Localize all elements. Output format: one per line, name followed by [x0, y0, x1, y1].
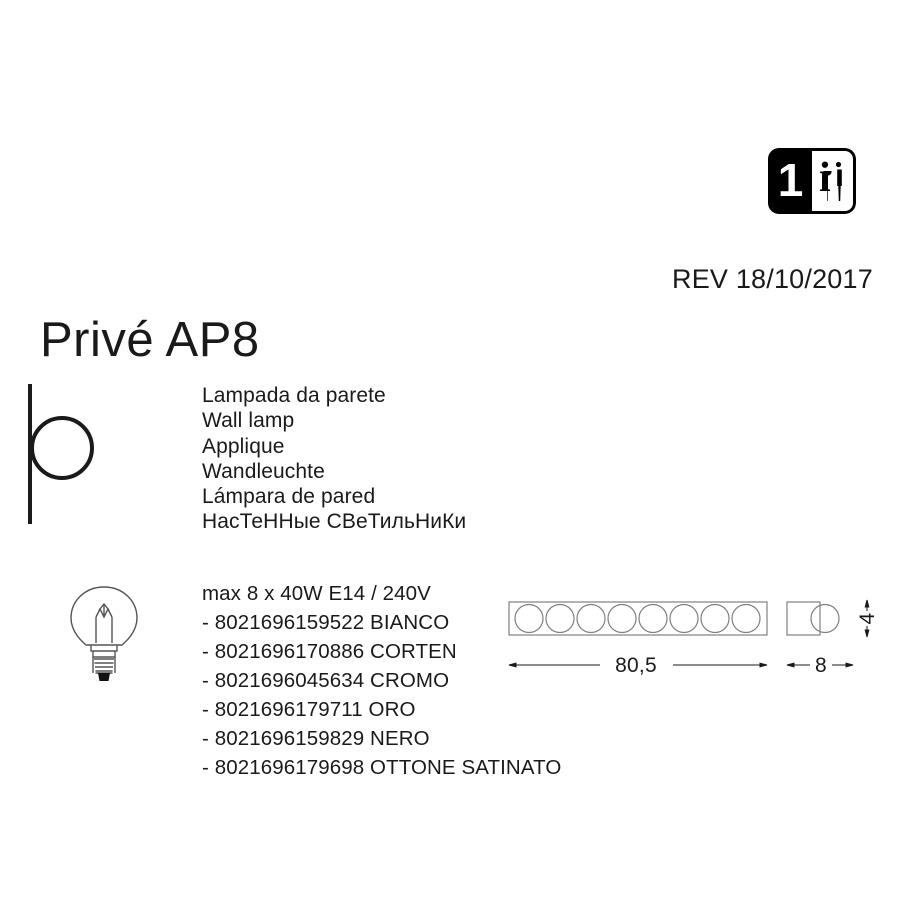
specifications-block: max 8 x 40W E14 / 240V - 8021696159522 B…	[202, 583, 561, 786]
dimension-depth: 8	[815, 654, 827, 677]
variant-row: - 8021696179698 OTTONE SATINATO	[202, 755, 562, 779]
revision-label: REV 18/10/2017	[672, 264, 873, 294]
light-bulb-icon	[62, 583, 146, 694]
language-line-it: Lampada da parete	[202, 384, 386, 407]
variant-finish: OTTONE SATINATO	[370, 755, 562, 779]
variant-row: - 8021696159829 NERO	[202, 726, 561, 750]
variant-bullet: -	[202, 726, 209, 750]
variant-finish: BIANCO	[370, 610, 450, 634]
variant-row: - 8021696045634 CROMO	[202, 668, 561, 692]
lamp-spec-line: max 8 x 40W E14 / 240V	[202, 582, 431, 605]
variant-bullet: -	[202, 610, 209, 634]
variant-finish: NERO	[370, 726, 430, 750]
info-tools-badge: 1 i	[768, 148, 856, 214]
info-icon: i	[819, 155, 831, 201]
tools-icon	[822, 160, 848, 209]
language-description-list: Lampada da parete Wall lamp Applique Wan…	[202, 383, 466, 535]
variant-code: 8021696159829	[214, 726, 365, 750]
wall-lamp-icon	[22, 380, 102, 533]
variant-code: 8021696170886	[214, 639, 365, 663]
variant-row: - 8021696170886 CORTEN	[202, 639, 561, 663]
language-line-fr: Applique	[202, 434, 285, 458]
variant-bullet: -	[202, 639, 209, 663]
badge-lamp-count: 1	[777, 154, 804, 206]
page-title: Privé AP8	[40, 313, 260, 367]
variant-bullet: -	[202, 755, 209, 779]
variant-code: 8021696179711	[214, 697, 363, 721]
variant-row: - 8021696179711 ORO	[202, 697, 561, 721]
variant-bullet: -	[202, 697, 209, 721]
badge-lamp-count-panel: 1	[768, 148, 812, 214]
language-line-en: Wall lamp	[202, 409, 295, 433]
variant-finish: CORTEN	[370, 639, 457, 663]
language-line-de: Wandleuchte	[202, 459, 325, 483]
variant-row: - 8021696159522 BIANCO	[202, 610, 561, 634]
badge-info-panel: i	[812, 148, 856, 214]
language-line-es: Lámpara de pared	[202, 485, 376, 509]
language-line-ru: НасТеННые СВеТильНиКи	[202, 510, 467, 534]
dimension-width-total: 80,5	[615, 654, 657, 677]
front-view-body	[508, 601, 768, 636]
variant-finish: CROMO	[370, 668, 450, 692]
side-view-body	[786, 601, 821, 636]
variant-code: 8021696159522	[214, 610, 365, 634]
technical-drawing: 80,5 8 4	[495, 588, 885, 693]
variant-finish: ORO	[368, 697, 416, 721]
dimension-height: 4	[856, 612, 879, 624]
variant-code: 8021696045634	[214, 668, 365, 692]
variant-bullet: -	[202, 668, 209, 692]
variant-code: 8021696179698	[214, 755, 365, 779]
